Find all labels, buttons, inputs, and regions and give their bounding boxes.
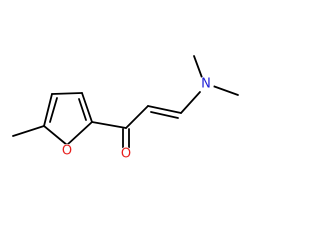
molecule-diagram: N O O: [12, 55, 239, 162]
atom-label-furan-oxygen: O: [62, 144, 72, 159]
bond-carbonyl-calpha: [125, 105, 149, 129]
bond-layer: [12, 55, 239, 149]
bond-calpha-cbeta: [147, 105, 182, 114]
bond-c5-c4-inner: [49, 97, 58, 123]
bond-c5-o1: [43, 125, 68, 146]
bond-c4-c3: [51, 92, 83, 95]
bond-c5-c4: [43, 93, 53, 127]
bond-c3-c2-inner: [78, 98, 87, 121]
bond-c3-c2: [81, 92, 93, 123]
bond-c2-o1: [66, 121, 93, 146]
atom-label-carbonyl-oxygen: O: [121, 147, 131, 162]
atom-o2: O: [119, 147, 133, 162]
atom-n1: N: [198, 76, 214, 92]
bond-calpha-cbeta-inner: [150, 111, 179, 119]
bond-methyl-c5: [12, 125, 45, 137]
bond-cbeta-n: [180, 91, 201, 114]
atom-o1: O: [60, 144, 74, 159]
atom-label-nitrogen: N: [201, 77, 211, 92]
bond-c2-carbonyl: [91, 121, 127, 129]
bond-n-methyl-right: [212, 85, 239, 96]
